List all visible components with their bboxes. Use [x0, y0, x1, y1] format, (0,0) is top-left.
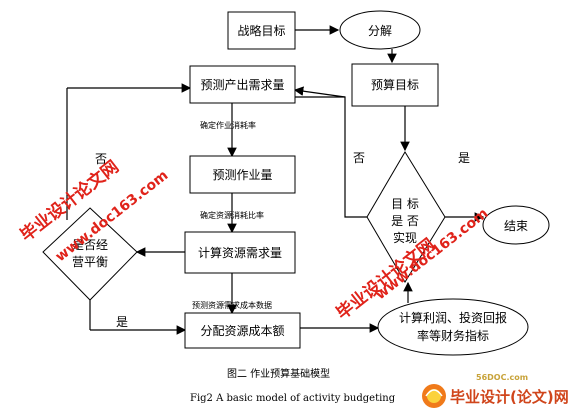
- budget-target-label: 预算目标: [371, 77, 419, 92]
- end-label: 结束: [504, 219, 528, 233]
- edge-label-yes-bottom: 是: [116, 315, 128, 329]
- calc-resource-label: 计算资源需求量: [198, 245, 282, 260]
- brand-small-site: 56DOC.com: [476, 373, 528, 382]
- node-strategic-goal: 战略目标: [227, 11, 296, 50]
- node-profit-metrics: 计算利润、投资回报 率等财务指标: [377, 298, 529, 356]
- node-forecast-demand: 预测产出需求量: [189, 65, 296, 104]
- brand-logo-icon: [422, 384, 446, 408]
- caption-cn: 图二 作业预算基础模型: [227, 367, 330, 380]
- node-budget-target: 预算目标: [351, 63, 439, 107]
- edge-label-no-mid: 否: [353, 151, 365, 165]
- target-check-line2: 是 否: [391, 214, 419, 228]
- forecast-demand-label: 预测产出需求量: [200, 78, 284, 92]
- edge-label-consumption-rate: 确定作业消耗率: [200, 120, 256, 130]
- edge-label-yes-right: 是: [458, 151, 470, 165]
- node-calc-resource: 计算资源需求量: [184, 231, 296, 274]
- balance-check-line2: 营平衡: [72, 255, 108, 269]
- allocate-cost-label: 分配资源成本额: [200, 324, 284, 338]
- edge-label-resource-cost: 预测资源需求成本数据: [192, 300, 272, 310]
- edge-label-no-left: 否: [95, 152, 107, 166]
- target-check-line1: 目 标: [391, 197, 419, 211]
- target-check-line3: 实现: [393, 230, 417, 245]
- profit-metrics-line1: 计算利润、投资回报: [399, 310, 507, 325]
- node-allocate-cost: 分配资源成本额: [184, 312, 301, 349]
- decompose-label: 分解: [368, 24, 392, 38]
- brand-logo-text: 毕业设计(论文)网: [450, 388, 569, 406]
- node-end: 结束: [482, 205, 550, 245]
- forecast-work-label: 预测作业量: [212, 168, 272, 182]
- node-forecast-work: 预测作业量: [189, 155, 296, 194]
- edge-label-resource-ratio: 确定资源消耗比率: [200, 210, 264, 220]
- balance-check-line1: 是否经: [72, 238, 108, 252]
- node-balance-check: 是否经 营平衡: [42, 207, 138, 301]
- caption-en: Fig2 A basic model of activity budgeting: [190, 393, 396, 404]
- strategic-goal-label: 战略目标: [237, 23, 285, 38]
- connectors: [66, 25, 485, 335]
- node-decompose: 分解: [339, 10, 421, 50]
- profit-metrics-line2: 率等财务指标: [417, 328, 489, 343]
- node-target-check: 目 标 是 否 实现: [366, 151, 446, 283]
